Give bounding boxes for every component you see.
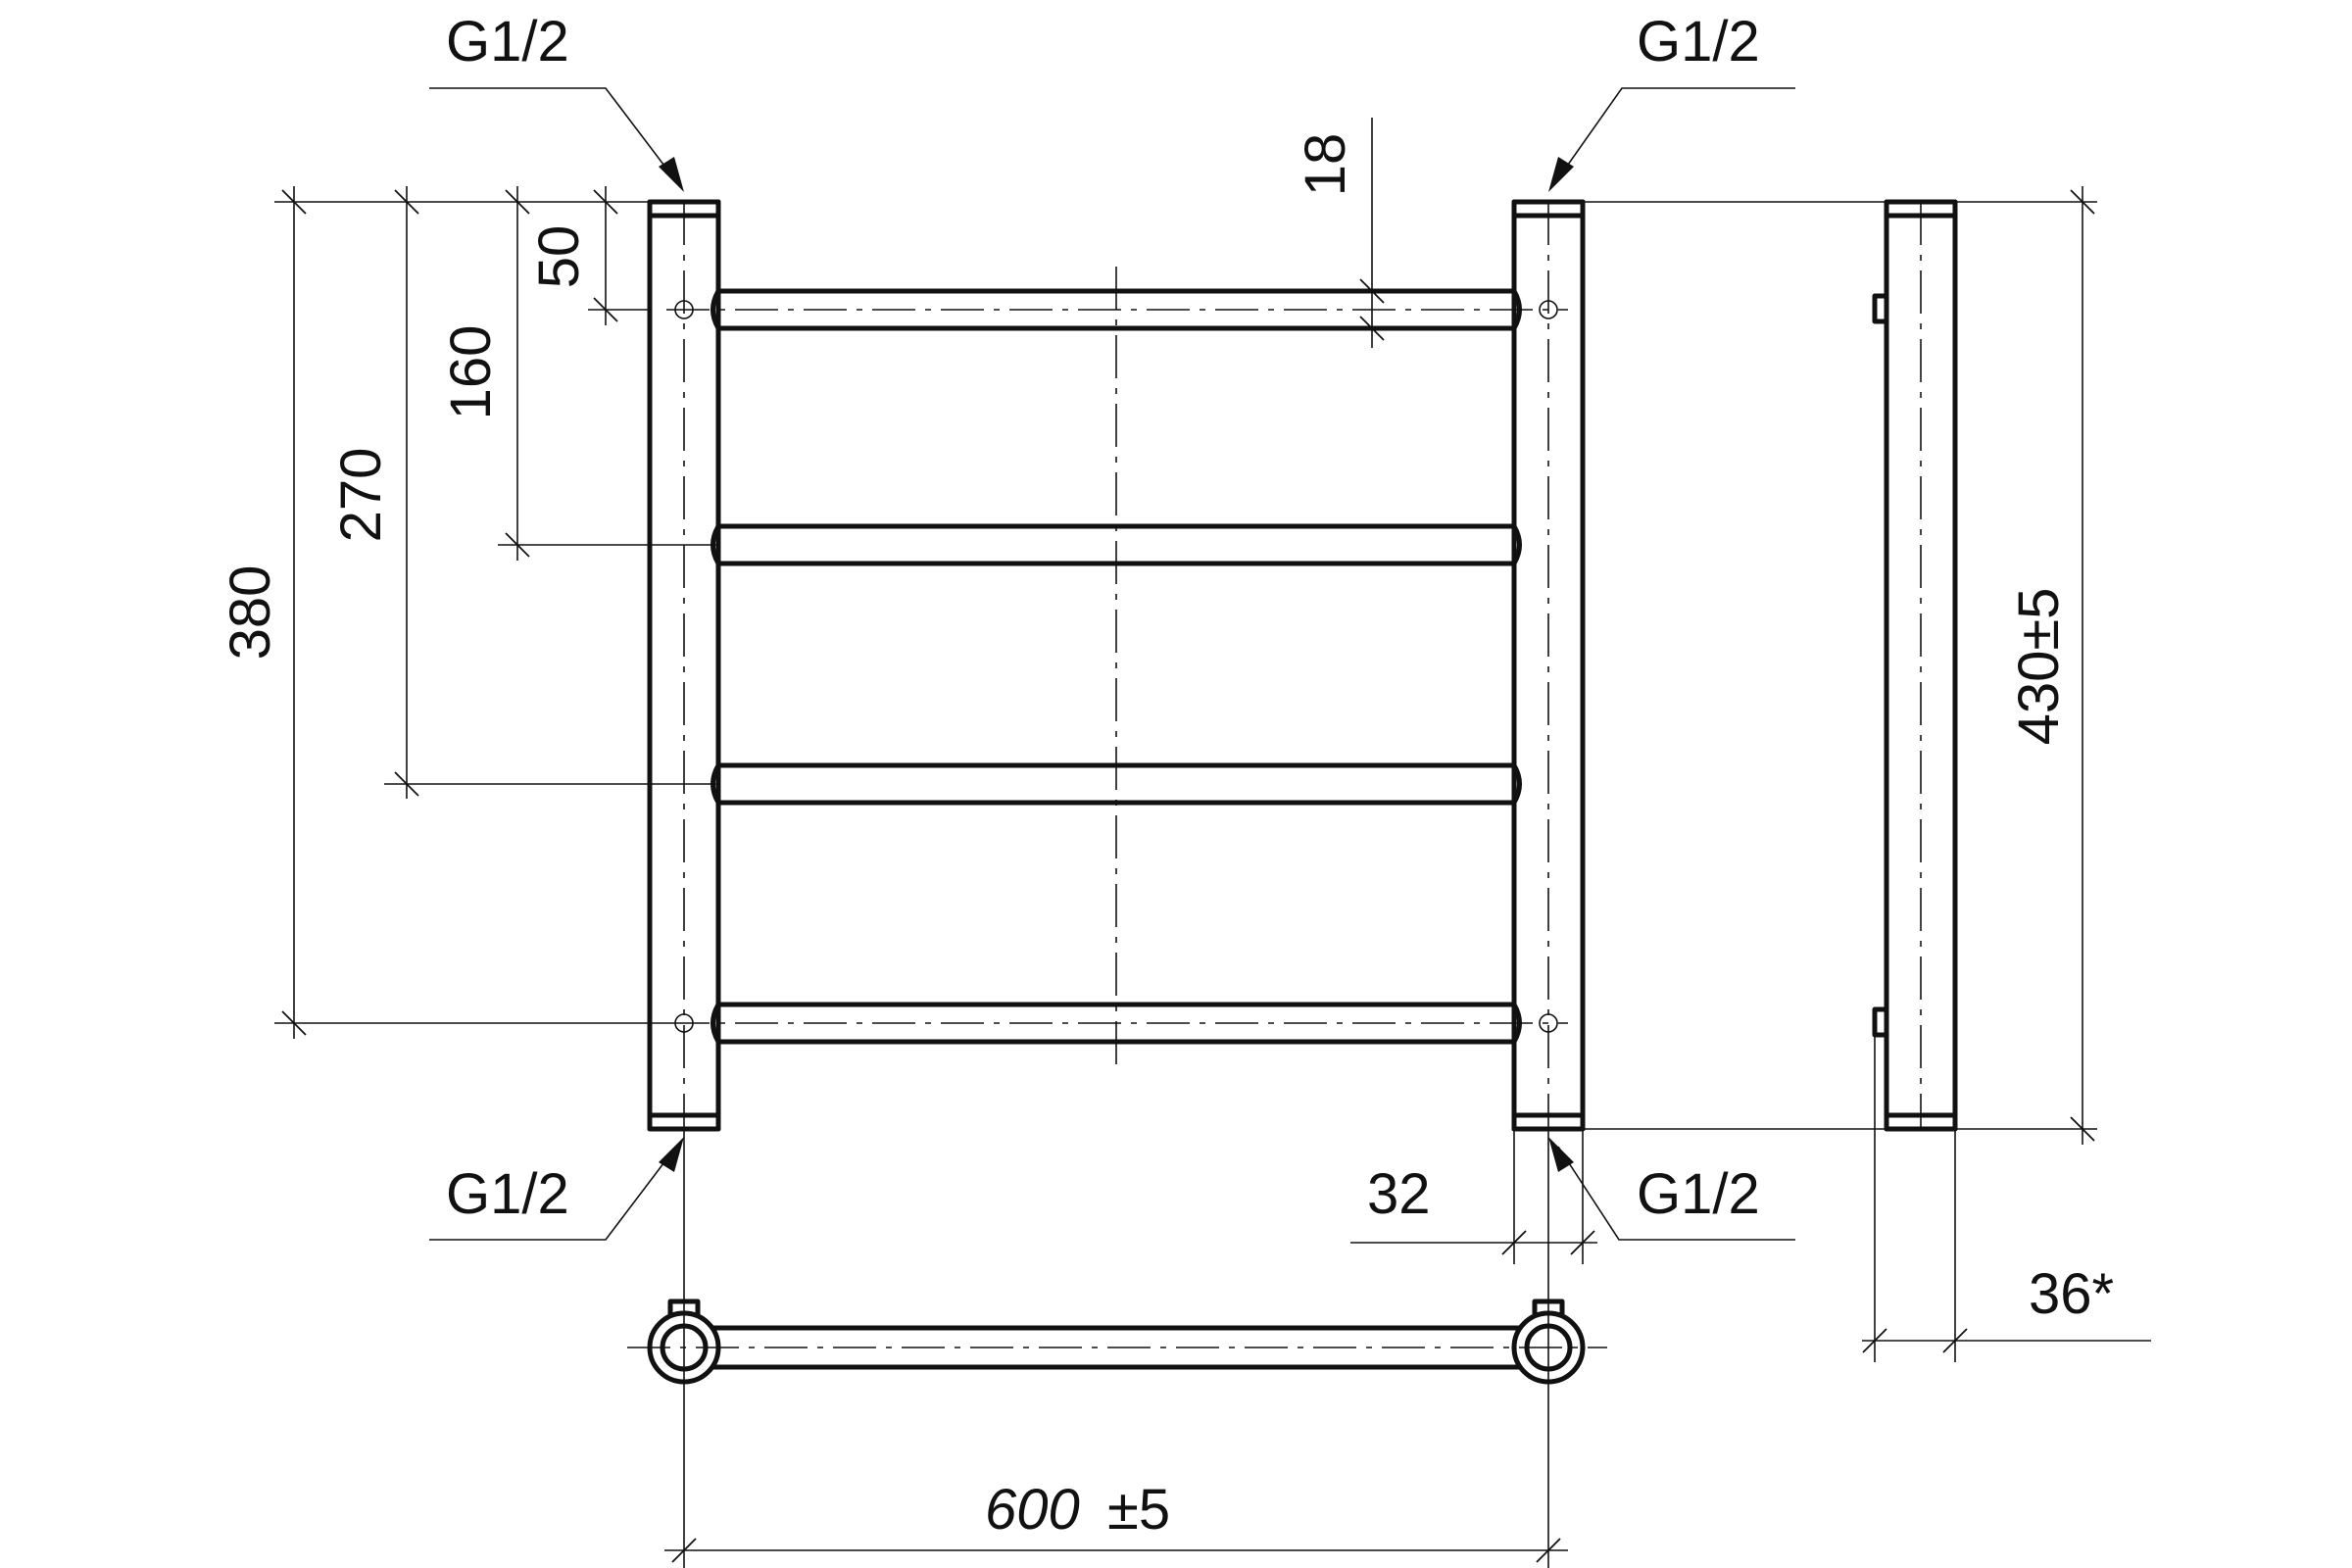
connection-label-bottom-right: G1/2	[1637, 1162, 1760, 1226]
connection-hole-bottom-right	[1539, 1013, 1558, 1033]
dim-label-600-tolerance: ±5	[1107, 1478, 1170, 1542]
rail-diameter-dimension: 18	[1294, 118, 1385, 348]
dim-label-36: 36*	[2029, 1262, 2114, 1326]
dim-label-18: 18	[1294, 133, 1357, 197]
rail-4	[710, 1002, 1522, 1045]
connection-label-top-right: G1/2	[1637, 10, 1760, 74]
dim-label-430: 430±5	[2007, 588, 2071, 746]
connection-hole-top-left	[674, 300, 694, 319]
top-view: 600 ±5	[627, 1129, 1607, 1568]
connection-callouts: G1/2 G1/2 G1/2 G1/2	[429, 10, 1795, 1241]
connection-hole-bottom-left	[674, 1013, 694, 1033]
pipe-diameter-dimension: 32	[1350, 1129, 1597, 1264]
dim-label-380: 380	[219, 565, 282, 661]
left-dimensions: 380 270 160 50	[219, 186, 718, 1039]
front-view	[647, 199, 1586, 1132]
dim-label-270: 270	[329, 448, 393, 543]
side-view: 430±5 36*	[1583, 186, 2151, 1362]
side-view-bracket-bottom	[1872, 1006, 1889, 1038]
dim-label-32: 32	[1367, 1162, 1431, 1226]
dim-label-600: 600	[985, 1478, 1080, 1542]
connection-hole-top-right	[1539, 300, 1558, 319]
rail-2	[710, 523, 1522, 566]
dim-label-50: 50	[527, 225, 591, 289]
rail-3	[710, 762, 1522, 806]
connection-label-bottom-left: G1/2	[446, 1162, 569, 1226]
dim-label-160: 160	[439, 325, 503, 420]
side-view-bracket-top	[1872, 293, 1889, 324]
rail-1	[710, 288, 1522, 331]
connection-label-top-left: G1/2	[446, 10, 569, 74]
